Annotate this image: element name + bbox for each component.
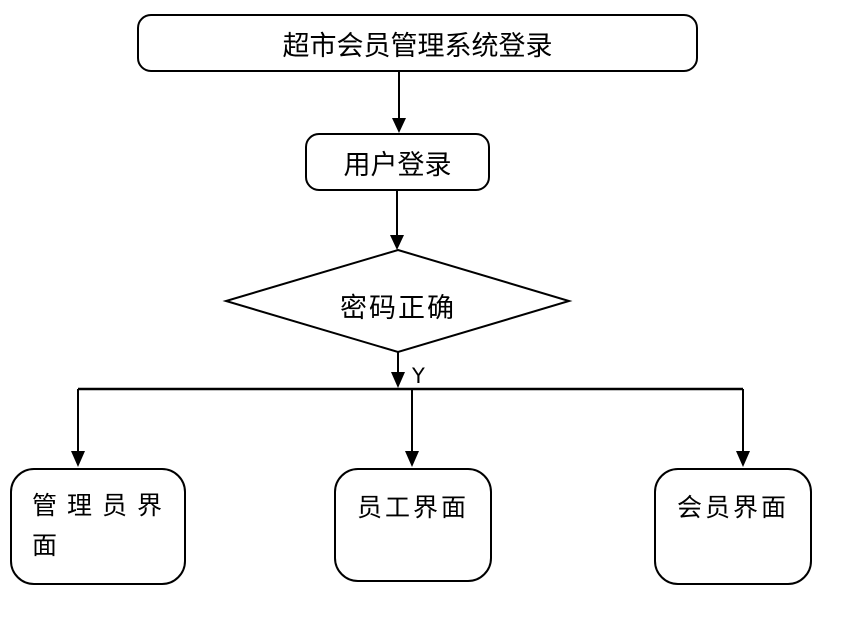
arrowhead-down-icon bbox=[405, 451, 419, 467]
node-admin: 管理员界面 bbox=[10, 468, 186, 585]
node-staff-label: 员工界面 bbox=[356, 493, 469, 522]
arrowhead-down-icon bbox=[71, 451, 85, 467]
node-member: 会员界面 bbox=[654, 468, 812, 585]
edge-branch-to-admin bbox=[71, 389, 85, 467]
node-start: 超市会员管理系统登录 bbox=[137, 14, 698, 72]
edge-branch-to-staff bbox=[405, 389, 419, 467]
arrowhead-down-icon bbox=[390, 235, 404, 250]
edge-decision-to-branch bbox=[391, 352, 405, 388]
edge-login-to-decision bbox=[390, 191, 404, 250]
arrowhead-down-icon bbox=[736, 451, 750, 467]
node-admin-label: 管理员界面 bbox=[32, 491, 173, 560]
arrowhead-down-icon bbox=[392, 118, 406, 133]
node-login-label: 用户登录 bbox=[343, 149, 452, 181]
edge-branch-to-member bbox=[736, 389, 750, 467]
node-decision-label: 密码正确 bbox=[340, 293, 456, 324]
node-member-label: 会员界面 bbox=[676, 493, 789, 522]
node-login: 用户登录 bbox=[305, 133, 490, 191]
arrowhead-down-icon bbox=[391, 372, 405, 388]
node-start-label: 超市会员管理系统登录 bbox=[282, 30, 553, 62]
branch-yes-label: Y bbox=[412, 364, 425, 388]
edge-start-to-login bbox=[392, 72, 406, 133]
node-staff: 员工界面 bbox=[334, 468, 492, 582]
